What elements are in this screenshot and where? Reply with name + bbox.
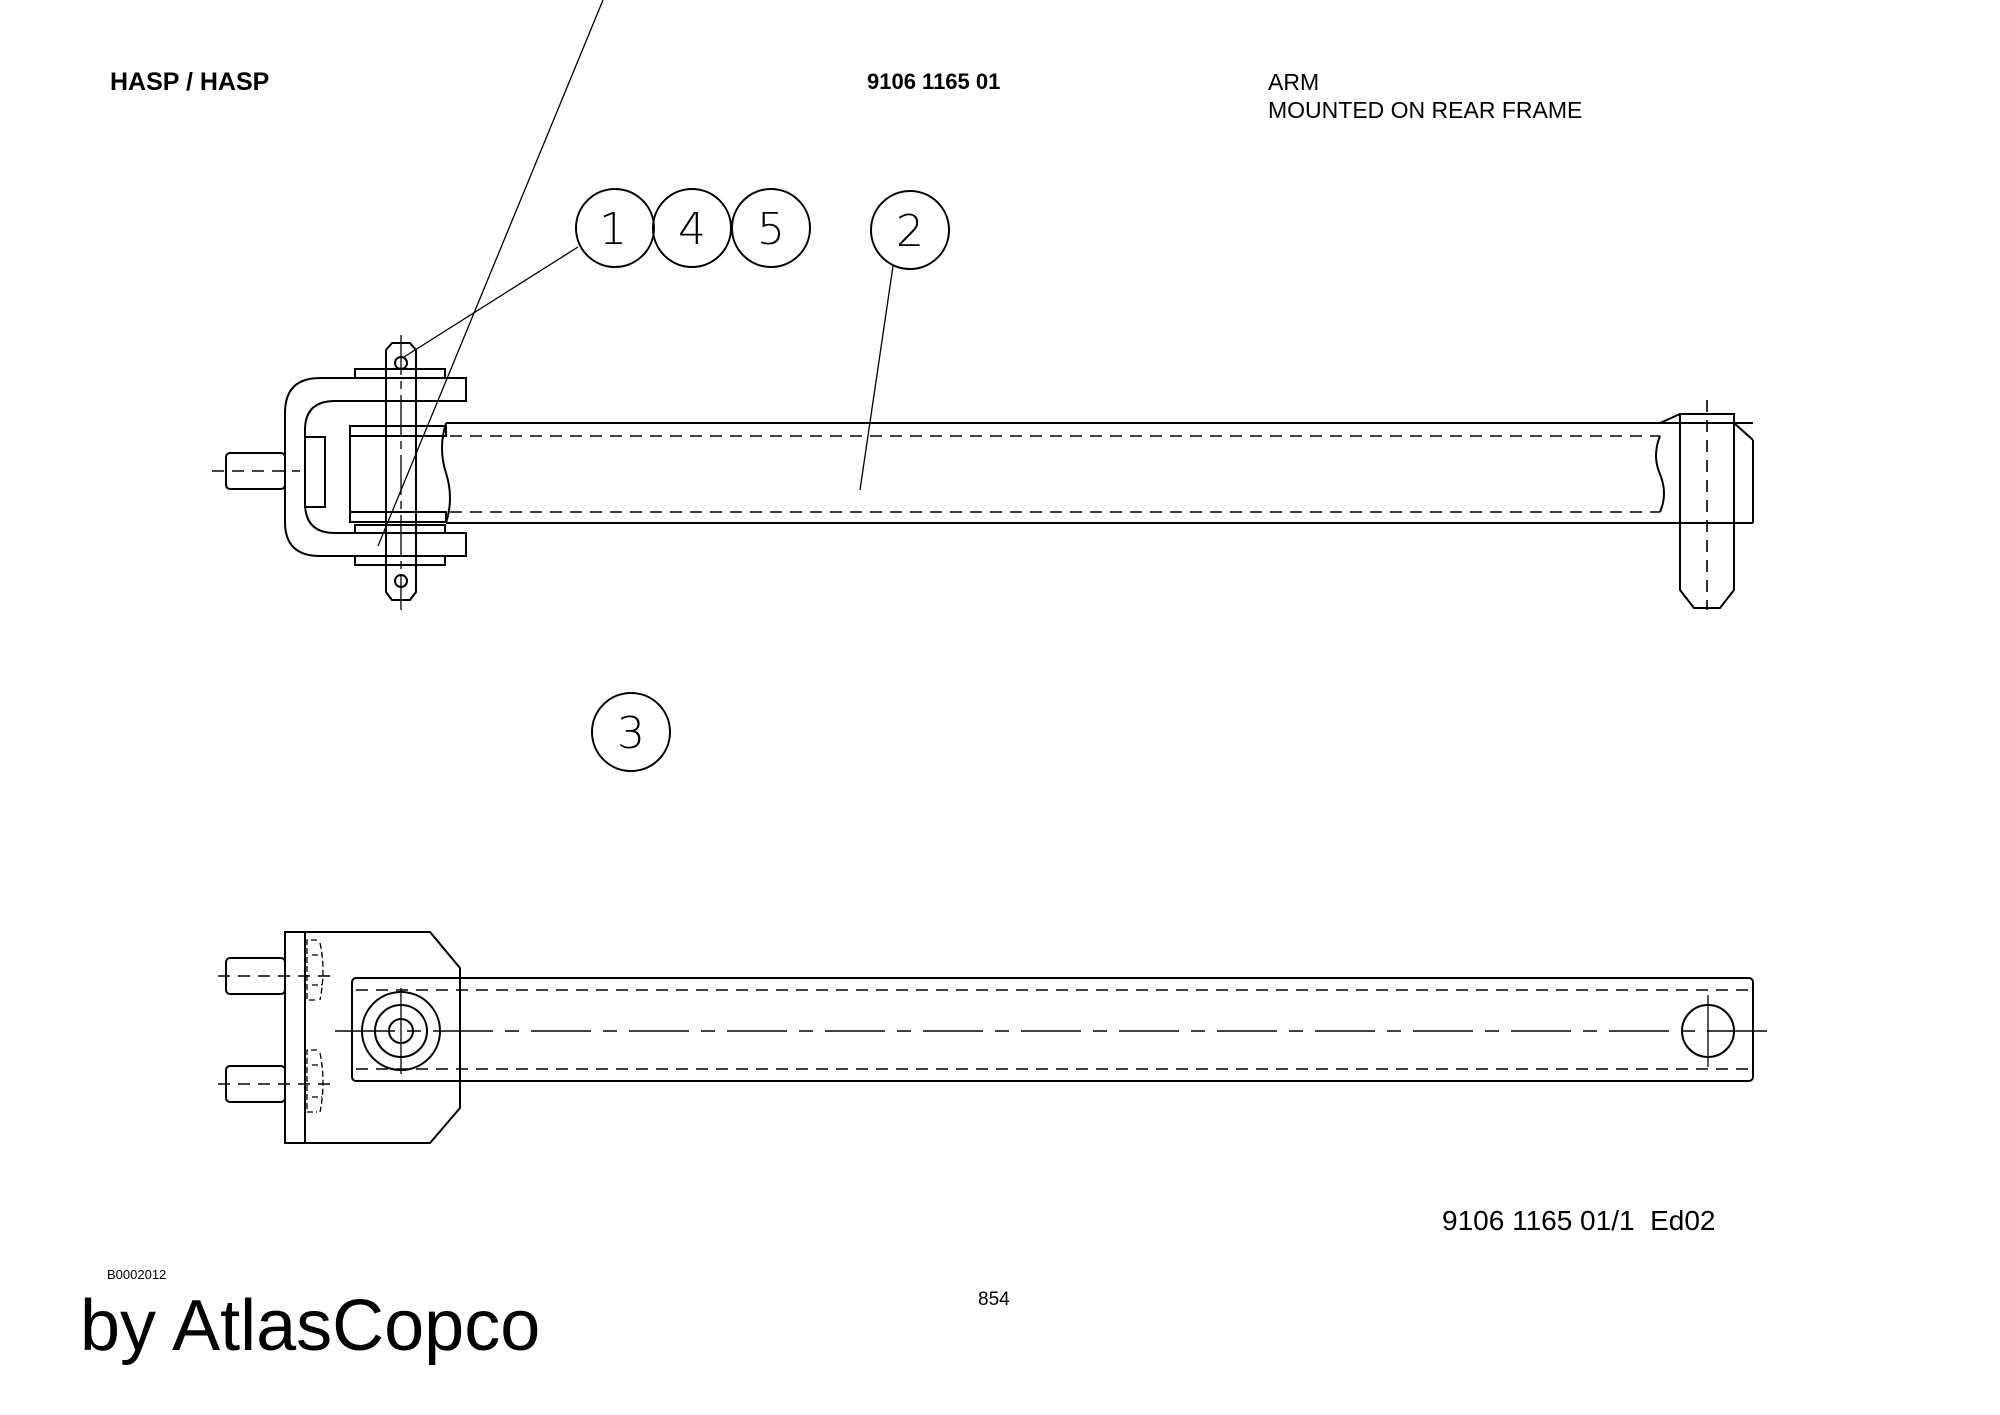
leader-lines — [377, 0, 894, 547]
hasp-bracket — [212, 335, 467, 610]
svg-text:5: 5 — [757, 204, 785, 255]
description-line1: ARM — [1268, 69, 1320, 95]
balloon-5: 5 — [731, 188, 811, 268]
arm-bottom-view — [218, 931, 1775, 1144]
drawing-reference: 9106 1165 01/1 Ed02 — [1442, 1205, 1716, 1236]
brand-logo-text: by AtlasCopco — [80, 1286, 541, 1366]
svg-text:3: 3 — [617, 708, 645, 759]
image-code: B0002012 — [107, 1267, 167, 1282]
balloon-3: 3 — [591, 692, 671, 772]
tube-top-view — [349, 422, 1753, 524]
balloon-4: 4 — [652, 188, 732, 268]
balloon-2: 2 — [870, 190, 950, 270]
description-line2: MOUNTED ON REAR FRAME — [1268, 97, 1583, 123]
svg-text:4: 4 — [678, 204, 706, 255]
doc-title: HASP / HASP — [110, 68, 270, 96]
svg-text:1: 1 — [599, 204, 627, 255]
page-number: 854 — [978, 1289, 1010, 1310]
part-number: 9106 1165 01 — [867, 69, 1001, 94]
balloon-1: 1 — [575, 188, 655, 268]
svg-text:2: 2 — [896, 206, 924, 257]
pin-right — [1659, 400, 1754, 610]
